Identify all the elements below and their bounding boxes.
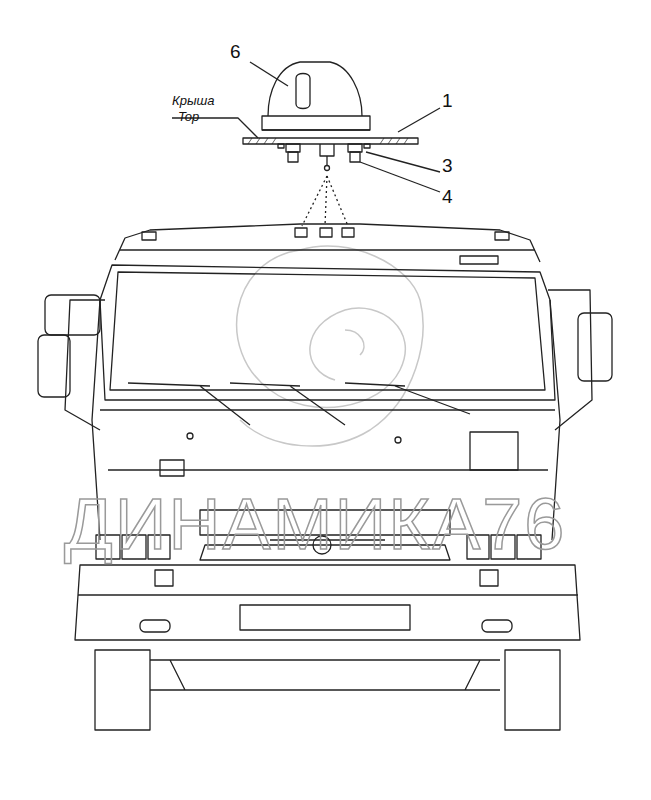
callout-number: 6 — [230, 42, 241, 61]
callout-number: 4 — [442, 187, 453, 206]
watermark: ДИНАМИКА76 — [64, 488, 566, 560]
mirror — [38, 290, 612, 430]
place-label: Top — [178, 110, 199, 123]
callout-number: 3 — [442, 156, 453, 175]
place-label: Крыша — [172, 94, 214, 107]
beacon-detail — [172, 62, 440, 226]
cab-front — [75, 224, 580, 730]
callout-number: 1 — [442, 91, 453, 110]
